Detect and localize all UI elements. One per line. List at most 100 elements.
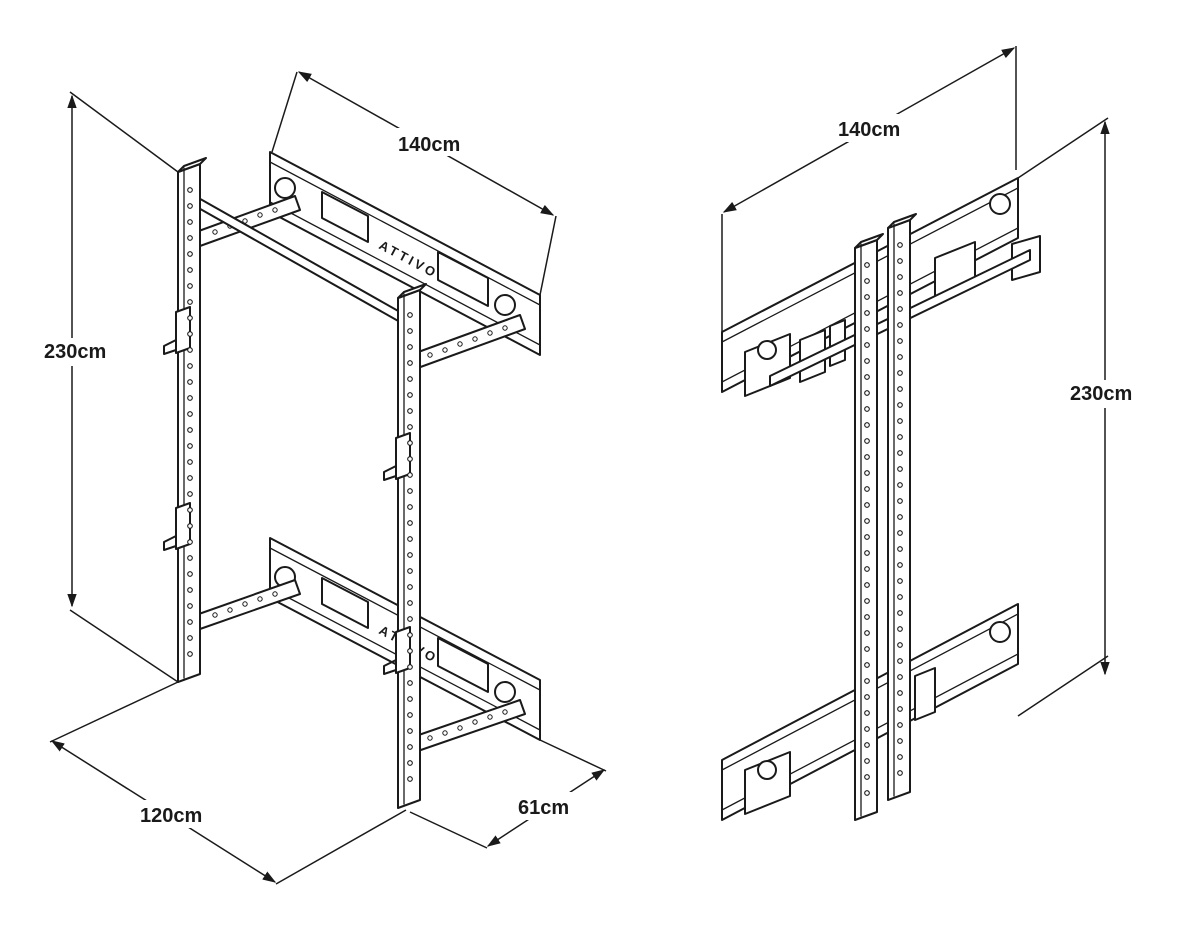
upright-hole <box>407 408 413 414</box>
upright-hole <box>407 600 413 606</box>
upright-hole <box>864 550 870 556</box>
upright-hole <box>187 539 193 545</box>
upright-hole <box>864 454 870 460</box>
upright-hole <box>187 331 193 337</box>
upright-hole <box>407 472 413 478</box>
upright-hole <box>864 342 870 348</box>
upright-hole <box>407 536 413 542</box>
upright-hole <box>187 411 193 417</box>
upright-hole <box>407 744 413 750</box>
upright-hole <box>187 587 193 593</box>
upright-hole <box>897 338 903 344</box>
upright-hole <box>897 514 903 520</box>
upright-hole <box>187 299 193 305</box>
upright-hole <box>187 507 193 513</box>
upright-hole <box>864 758 870 764</box>
upright-hole <box>187 459 193 465</box>
bottom-width-dimension-unfolded: 120cm <box>49 681 407 885</box>
lower-swing-arms <box>195 579 526 753</box>
upright-hole <box>187 379 193 385</box>
upright-hole <box>187 443 193 449</box>
upright-hole <box>187 363 193 369</box>
upright-hole <box>897 482 903 488</box>
upright-hole <box>897 530 903 536</box>
upright-hole <box>864 502 870 508</box>
upright-hole <box>897 626 903 632</box>
upright-hole <box>407 712 413 718</box>
upright-hole <box>897 258 903 264</box>
upright-hole <box>897 546 903 552</box>
upright-hole <box>864 326 870 332</box>
upright-hole <box>864 678 870 684</box>
upright-hole <box>897 754 903 760</box>
upright-hole <box>864 742 870 748</box>
upright-hole <box>864 358 870 364</box>
upright-hole <box>407 488 413 494</box>
upright-hole <box>407 728 413 734</box>
upright-hole <box>187 523 193 529</box>
upright-hole <box>407 312 413 318</box>
top-width-label-unfolded: 140cm <box>398 134 460 156</box>
upright-hole <box>187 347 193 353</box>
upright-hole <box>897 594 903 600</box>
right-upright-holes <box>407 312 413 782</box>
upright-hole <box>407 568 413 574</box>
upright-hole <box>864 470 870 476</box>
upright-hole <box>897 610 903 616</box>
upright-hole <box>407 440 413 446</box>
upright-hole <box>187 651 193 657</box>
upright-hole <box>864 486 870 492</box>
bottom-width-label-unfolded: 120cm <box>140 805 202 827</box>
upright-hole <box>897 642 903 648</box>
left-upright-holes <box>187 187 193 657</box>
upright-hole <box>897 418 903 424</box>
upright-hole <box>897 562 903 568</box>
upright-hole <box>407 376 413 382</box>
upright-hole <box>897 738 903 744</box>
upright-hole <box>407 760 413 766</box>
upright-hole <box>407 360 413 366</box>
upright-hole <box>187 555 193 561</box>
upright-hole <box>187 395 193 401</box>
upright-hole <box>864 374 870 380</box>
upright-hole-patterns <box>187 187 903 796</box>
upright-hole <box>187 203 193 209</box>
upright-hole <box>897 706 903 712</box>
upright-hole <box>864 518 870 524</box>
upright-hole <box>407 392 413 398</box>
upright-hole <box>864 310 870 316</box>
upright-hole <box>187 635 193 641</box>
upright-hole <box>897 306 903 312</box>
upright-hole <box>864 710 870 716</box>
upright-hole <box>187 283 193 289</box>
folded-upright-front <box>854 233 884 821</box>
upright-hole <box>407 584 413 590</box>
upright-hole <box>407 328 413 334</box>
height-label-unfolded: 230cm <box>44 341 106 363</box>
depth-dimension-unfolded: 61cm <box>409 739 607 849</box>
upright-hole <box>187 619 193 625</box>
height-dimension-folded: 230cm <box>1017 117 1148 717</box>
upright-hole <box>407 520 413 526</box>
upright-hole <box>864 390 870 396</box>
folded-upright-back <box>887 213 917 801</box>
upright-hole <box>407 680 413 686</box>
upright-hole <box>187 187 193 193</box>
upright-hole <box>864 598 870 604</box>
upright-hole <box>407 648 413 654</box>
depth-label-unfolded: 61cm <box>518 797 569 819</box>
upright-hole <box>897 242 903 248</box>
upright-hole <box>187 219 193 225</box>
upright-hole <box>407 504 413 510</box>
upright-hole <box>187 603 193 609</box>
upright-hole <box>407 424 413 430</box>
folded-brackets-bottom <box>744 667 936 815</box>
upright-hole <box>897 290 903 296</box>
upright-hole <box>407 456 413 462</box>
upright-hole <box>864 726 870 732</box>
upright-hole <box>864 774 870 780</box>
upright-hole <box>897 498 903 504</box>
upright-hole <box>897 674 903 680</box>
upright-hole <box>897 370 903 376</box>
upright-hole <box>864 566 870 572</box>
